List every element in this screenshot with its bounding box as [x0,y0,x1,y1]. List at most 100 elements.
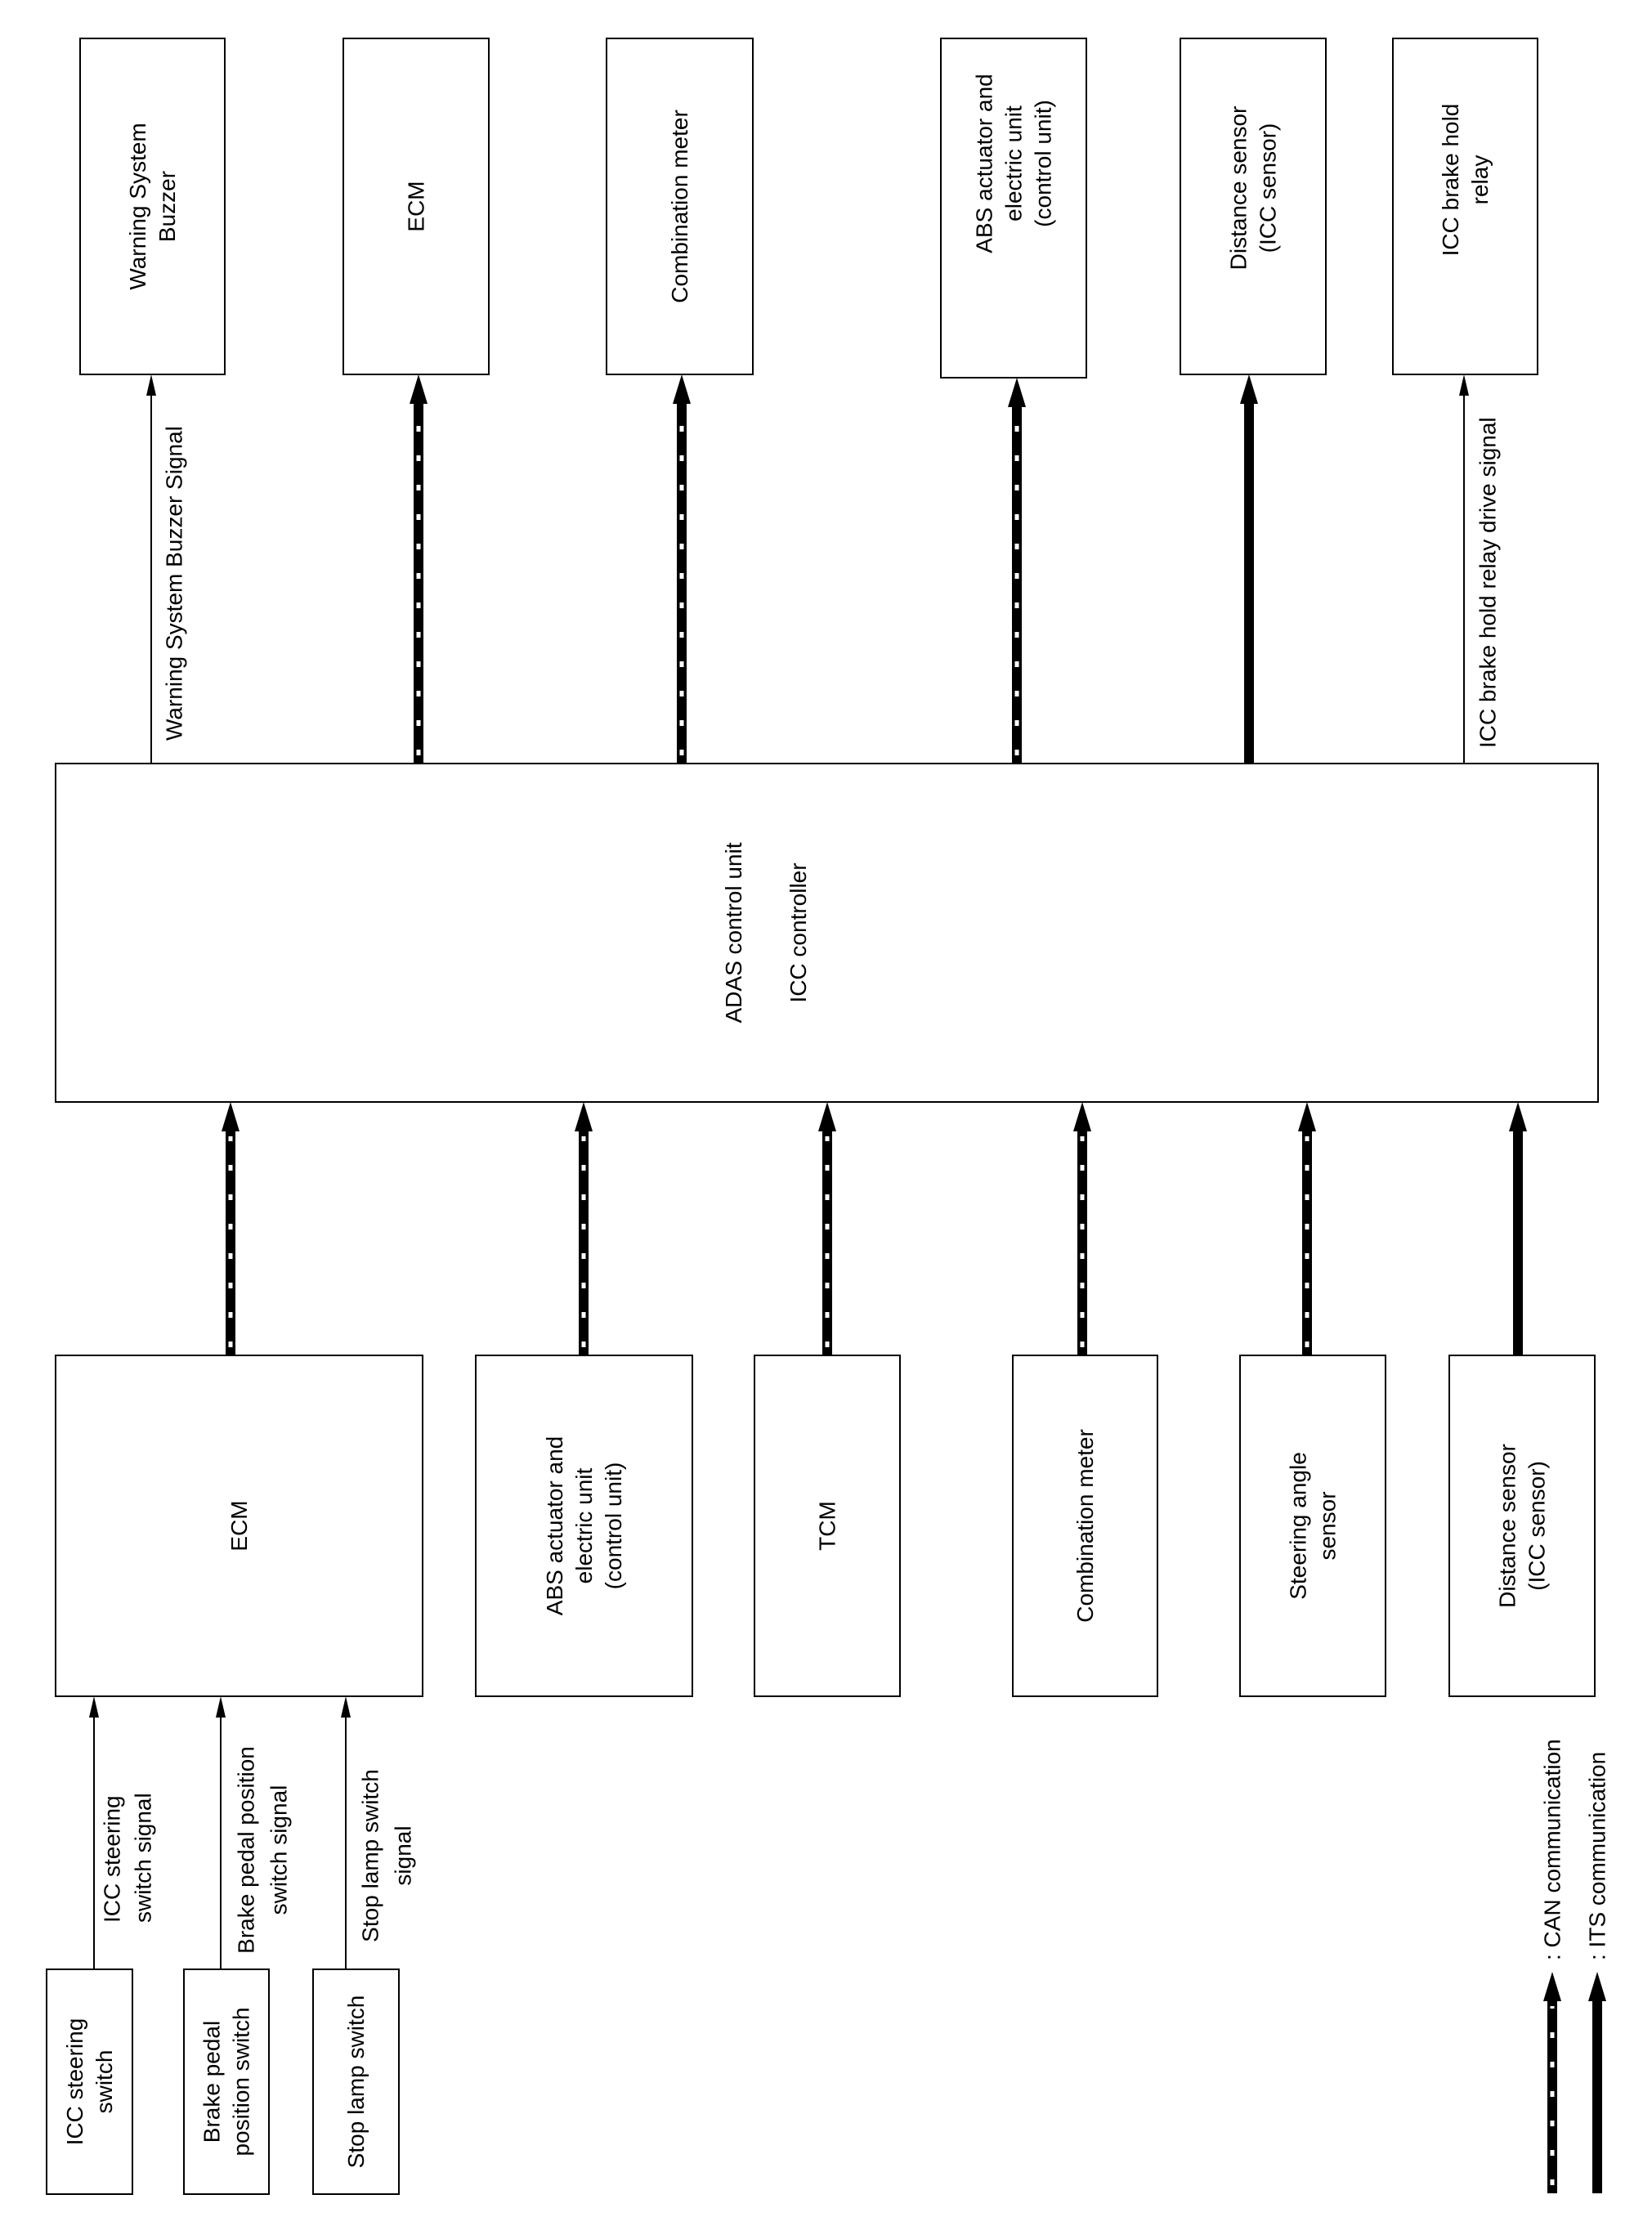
top-warning-buzzer-box-frame [79,38,226,375]
legend-can-label: : CAN communication [1540,1739,1565,1960]
brake-pedal-signal-label-line: switch signal [266,1785,292,1915]
top-abs-box-frame [940,38,1087,378]
adas-control-unit-box-line: ICC controller [786,862,811,1002]
brake-pedal-switch-box-frame [183,1969,270,2195]
can-to-abs [1008,378,1026,764]
bottom-ecm-box-line: ECM [226,1500,252,1551]
top-warning-buzzer-box [79,38,226,375]
top-distance-sensor-box-line: Distance sensor [1226,106,1251,271]
arrowhead-icon [89,1696,99,1718]
arrowhead-icon [410,374,428,404]
brake-pedal-signal-arrow [216,1696,226,1969]
bottom-steering-angle-sensor-box-frame [1239,1355,1386,1697]
bottom-tcm-box [754,1355,901,1697]
top-abs-box-line: (control unit) [1031,100,1056,227]
top-distance-sensor-box [1180,38,1327,375]
adas-control-unit-box [55,763,1599,1103]
icc-steering-switch-box-frame [46,1969,133,2195]
bottom-combination-meter-box [1012,1355,1158,1697]
stop-lamp-signal-label-line: signal [391,1825,416,1885]
bottom-distance-sensor-box [1448,1355,1596,1697]
can-from-ecm [222,1102,240,1355]
arrowhead-icon [818,1102,836,1131]
brake-hold-relay-signal-label-line: ICC brake hold relay drive signal [1475,417,1501,748]
icc-steering-switch-box-line: ICC steering [62,2018,87,2146]
icc-steering-switch-box [46,1969,133,2195]
bottom-distance-sensor-box-line: Distance sensor [1495,1444,1520,1608]
icc-steering-signal-label-line: switch signal [131,1793,156,1923]
top-brake-hold-relay-box-line: relay [1467,155,1493,205]
top-warning-buzzer-box-line: Buzzer [154,171,180,242]
top-ecm-box-line: ECM [404,181,429,231]
arrowhead-icon [673,374,691,404]
legend-can-arrow [1543,1972,1561,2193]
bottom-abs-box-frame [475,1355,693,1697]
its-to-distance-sensor [1240,374,1258,764]
bottom-tcm-box-line: TCM [815,1501,840,1551]
arrowhead-icon [1008,378,1026,407]
bottom-steering-angle-sensor-box-line: Steering angle [1286,1452,1311,1600]
can-from-tcm [818,1102,836,1355]
bottom-abs-box-line: electric unit [571,1467,597,1583]
legend: : CAN communication : ITS communication [1540,1739,1610,1960]
bottom-tcm-box-frame [754,1355,901,1697]
brake-hold-relay-signal-arrow [1459,374,1469,764]
stop-lamp-switch-box-frame [312,1969,400,2195]
top-combination-meter-box [606,38,754,375]
stop-lamp-signal-arrow [341,1696,351,1969]
top-brake-hold-relay-box [1392,38,1538,375]
bottom-abs-box-line: ABS actuator and [542,1436,567,1615]
can-to-combination-meter [673,374,691,764]
stop-lamp-switch-box-line: Stop lamp switch [343,1995,369,2169]
brake-pedal-switch-box-line: Brake pedal [199,2021,225,2143]
stop-lamp-signal-label-line: Stop lamp switch [358,1769,383,1942]
arrowhead-icon [1073,1102,1091,1131]
bottom-steering-angle-sensor-box [1239,1355,1386,1697]
top-combination-meter-box-line: Combination meter [667,110,692,303]
top-ecm-box-frame [342,38,490,375]
arrowhead-icon [146,374,156,396]
brake-pedal-switch-box-line: position switch [229,2007,254,2156]
top-abs-box-line: ABS actuator and [972,74,997,253]
stop-lamp-switch-box [312,1969,400,2195]
can-from-abs [575,1102,593,1355]
legend-its-label: : ITS communication [1585,1752,1610,1960]
arrowhead-icon [1588,1972,1606,2001]
adas-control-unit-box-line: ADAS control unit [721,842,746,1023]
brake-pedal-switch-box [183,1969,270,2195]
buzzer-signal-label-line: Warning System Buzzer Signal [162,426,187,741]
top-distance-sensor-box-frame [1180,38,1327,375]
arrowhead-icon [1509,1102,1527,1131]
bottom-distance-sensor-box-line: (ICC sensor) [1524,1461,1550,1591]
top-combination-meter-box-frame [606,38,754,375]
icc-steering-signal-arrow [89,1696,99,1969]
adas-control-unit-box-frame [55,763,1599,1103]
legend-its-arrow [1588,1972,1606,2193]
top-warning-buzzer-box-line: Warning System [125,123,150,289]
arrowhead-icon [1298,1102,1316,1131]
bottom-distance-sensor-box-frame [1448,1355,1596,1697]
bottom-abs-box [475,1355,693,1697]
bottom-combination-meter-box-line: Combination meter [1072,1429,1098,1623]
arrowhead-icon [575,1102,593,1131]
brake-pedal-signal-label-line: Brake pedal position [234,1746,259,1954]
top-abs-box [940,38,1087,378]
top-abs-box-line: electric unit [1001,105,1027,222]
icc-steering-signal-label-line: ICC steering [100,1795,125,1923]
arrowhead-icon [1543,1972,1561,2001]
its-from-distance-sensor [1509,1102,1527,1355]
icc-steering-switch-box-line: switch [92,2050,117,2114]
top-brake-hold-relay-box-line: ICC brake hold [1438,104,1463,257]
bottom-ecm-box [55,1355,423,1697]
bottom-ecm-box-frame [55,1355,423,1697]
top-brake-hold-relay-box-frame [1392,38,1538,375]
can-to-ecm [410,374,428,764]
can-from-combination-meter [1073,1102,1091,1355]
arrowhead-icon [341,1696,351,1718]
arrowhead-icon [1459,374,1469,396]
buzzer-signal-arrow [146,374,156,764]
arrowhead-icon [1240,374,1258,404]
can-from-steering-angle-sensor [1298,1102,1316,1355]
bottom-combination-meter-box-frame [1012,1355,1158,1697]
